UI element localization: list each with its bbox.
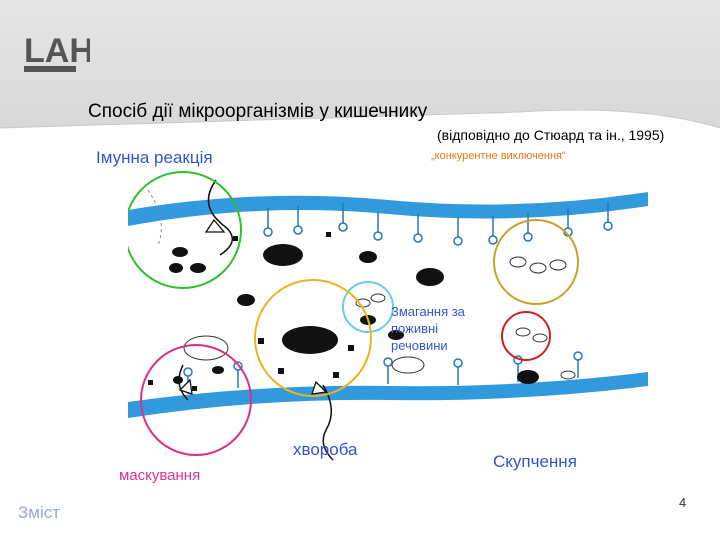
slide-title: Спосіб дії мікроорганізмів у кишечнику [88,101,427,123]
gut-mechanism-diagram [128,170,648,475]
label-clustering: Скупчення [493,452,577,472]
slide-subtitle: (відповідно до Стюард та ін., 1995) [437,127,664,143]
page-number: 4 [679,495,686,510]
label-masking: маскування [119,467,200,484]
label-immune-response: Імунна реакція [96,148,213,168]
label-disease: хвороба [293,440,358,460]
logo-text: LAH [24,32,90,70]
lah-logo: LAH [20,22,90,80]
label-nutrient-competition: Змагання за поживні речовини [391,303,491,354]
label-competitive-exclusion: „конкурентне виключення“ [431,150,566,162]
contents-link[interactable]: Зміст [18,503,60,523]
